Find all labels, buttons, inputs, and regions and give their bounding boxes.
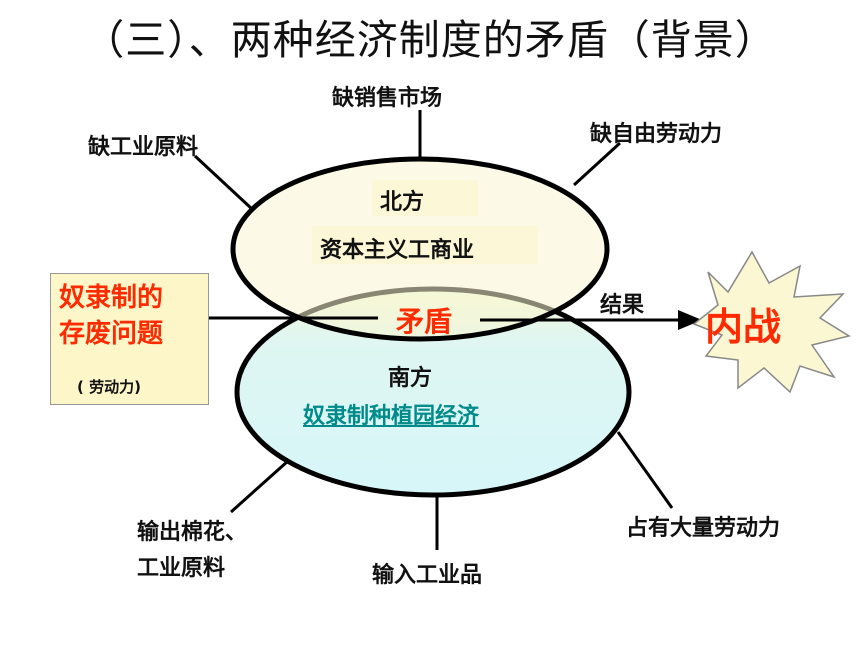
conflict-label: 矛盾 xyxy=(396,305,453,338)
north-economy: 资本主义工商业 xyxy=(320,238,475,263)
result-arrowhead xyxy=(678,310,702,330)
spoke-labor xyxy=(616,431,674,509)
spoke-export xyxy=(229,459,290,514)
slide-title: （三）、两种经济制度的矛盾（背景） xyxy=(83,16,777,64)
slavery-issue-line1: 奴隶制的 xyxy=(59,283,164,313)
south-export-line1: 输出棉花、 xyxy=(137,520,248,545)
slavery-issue-box: 奴隶制的 存废问题 ( 劳动力) xyxy=(50,273,209,405)
spoke-raw-materials xyxy=(193,154,254,211)
spoke-free-labor xyxy=(572,141,622,187)
slavery-issue-note: ( 劳动力) xyxy=(77,378,141,396)
south-import: 输入工业品 xyxy=(372,563,483,588)
south-economy-link[interactable]: 奴隶制种植园经济 xyxy=(303,404,480,429)
north-need-market: 缺销售市场 xyxy=(332,86,443,111)
slavery-issue-text: 奴隶制的 存废问题 xyxy=(59,280,163,352)
civil-war-label: 内战 xyxy=(705,305,782,349)
north-need-raw-materials: 缺工业原料 xyxy=(88,135,199,160)
south-export-line2: 工业原料 xyxy=(137,556,226,581)
south-labor: 占有大量劳动力 xyxy=(626,516,781,541)
north-name: 北方 xyxy=(380,190,425,215)
result-label: 结果 xyxy=(600,293,645,318)
slavery-issue-line2: 存废问题 xyxy=(59,319,164,349)
south-name: 南方 xyxy=(388,366,433,391)
north-economy-box xyxy=(312,226,538,264)
war-starburst xyxy=(692,250,851,394)
north-need-labor: 缺自由劳动力 xyxy=(590,122,723,147)
north-name-box xyxy=(372,180,478,216)
